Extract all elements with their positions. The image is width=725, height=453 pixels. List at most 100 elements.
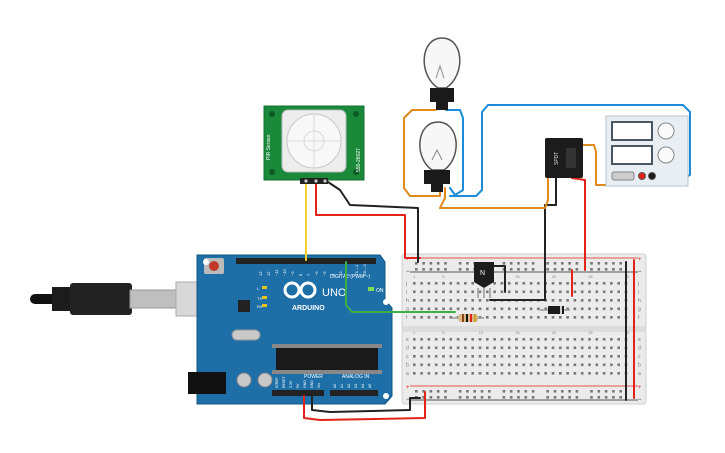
breadboard-rail-hole[interactable] (553, 262, 557, 265)
breadboard-hole[interactable] (551, 282, 555, 285)
breadboard-rail-hole[interactable] (429, 390, 433, 393)
breadboard-rail-hole[interactable] (561, 396, 564, 399)
usb-cable[interactable] (30, 281, 199, 317)
breadboard-rail-hole[interactable] (444, 390, 447, 393)
breadboard-rail-hole[interactable] (612, 262, 615, 265)
breadboard-hole[interactable] (559, 372, 562, 375)
breadboard-hole[interactable] (559, 290, 562, 294)
breadboard-hole[interactable] (500, 307, 504, 311)
breadboard-hole[interactable] (471, 363, 474, 367)
breadboard-rail-hole[interactable] (531, 390, 535, 393)
breadboard-hole[interactable] (522, 372, 526, 375)
breadboard-rail-hole[interactable] (458, 390, 462, 393)
breadboard-hole[interactable] (442, 299, 445, 302)
breadboard-rail-hole[interactable] (590, 268, 593, 271)
breadboard-hole[interactable] (566, 346, 569, 350)
breadboard-hole[interactable] (464, 290, 467, 294)
supply-output-switch[interactable] (611, 171, 635, 181)
breadboard-hole[interactable] (580, 282, 584, 285)
breadboard-rail-hole[interactable] (429, 262, 433, 265)
breadboard-hole[interactable] (551, 338, 555, 341)
breadboard-hole[interactable] (456, 307, 460, 311)
breadboard-hole[interactable] (544, 346, 547, 350)
breadboard-hole[interactable] (442, 290, 445, 294)
breadboard-hole[interactable] (522, 355, 526, 358)
breadboard-hole[interactable] (529, 372, 533, 375)
breadboard-hole[interactable] (442, 338, 445, 341)
breadboard-hole[interactable] (588, 282, 591, 285)
breadboard-hole[interactable] (602, 282, 606, 285)
breadboard-hole[interactable] (595, 363, 599, 367)
breadboard-hole[interactable] (420, 363, 423, 367)
pir-pin-signal[interactable] (304, 179, 308, 183)
breadboard-hole[interactable] (413, 282, 416, 285)
supply-voltage-knob[interactable] (657, 122, 675, 140)
breadboard-rail-hole[interactable] (422, 396, 425, 399)
breadboard-rail-hole[interactable] (531, 268, 535, 271)
breadboard-hole[interactable] (434, 299, 438, 302)
breadboard-rail-hole[interactable] (524, 262, 528, 265)
breadboard-hole[interactable] (500, 363, 504, 367)
breadboard-hole[interactable] (529, 290, 533, 294)
breadboard-hole[interactable] (602, 355, 606, 358)
breadboard-hole[interactable] (595, 299, 599, 302)
breadboard-hole[interactable] (544, 355, 547, 358)
breadboard-hole[interactable] (471, 299, 474, 302)
breadboard-hole[interactable] (529, 355, 533, 358)
breadboard-hole[interactable] (551, 290, 555, 294)
breadboard-rail-hole[interactable] (568, 390, 571, 393)
breadboard-hole[interactable] (595, 372, 599, 375)
breadboard-hole[interactable] (595, 290, 599, 294)
breadboard-hole[interactable] (573, 346, 577, 350)
breadboard-hole[interactable] (427, 372, 431, 375)
breadboard-hole[interactable] (559, 355, 562, 358)
breadboard-hole[interactable] (522, 346, 526, 350)
breadboard-hole[interactable] (515, 355, 518, 358)
breadboard-rail-hole[interactable] (517, 390, 520, 393)
breadboard-hole[interactable] (602, 372, 606, 375)
breadboard-rail-hole[interactable] (517, 262, 520, 265)
breadboard-rail-hole[interactable] (590, 390, 593, 393)
breadboard-hole[interactable] (493, 307, 496, 311)
breadboard-hole[interactable] (515, 282, 518, 285)
breadboard-hole[interactable] (464, 346, 467, 350)
breadboard-rail-hole[interactable] (436, 396, 440, 399)
breadboard-hole[interactable] (580, 299, 584, 302)
breadboard-hole[interactable] (551, 355, 555, 358)
breadboard-hole[interactable] (595, 346, 599, 350)
pir-pin-vcc[interactable] (314, 179, 318, 183)
breadboard-rail-hole[interactable] (524, 396, 528, 399)
breadboard-rail-hole[interactable] (458, 268, 462, 271)
wire-lamp-blue-loop[interactable] (445, 109, 464, 196)
breadboard-rail-hole[interactable] (466, 390, 469, 393)
breadboard-rail-hole[interactable] (531, 396, 535, 399)
breadboard-hole[interactable] (529, 307, 533, 311)
breadboard-rail-hole[interactable] (612, 268, 615, 271)
breadboard-hole[interactable] (427, 316, 431, 319)
breadboard-hole[interactable] (442, 372, 445, 375)
breadboard-hole[interactable] (449, 338, 453, 341)
breadboard-hole[interactable] (464, 282, 467, 285)
breadboard-hole[interactable] (420, 338, 423, 341)
breadboard-hole[interactable] (493, 282, 496, 285)
breadboard-hole[interactable] (588, 372, 591, 375)
breadboard-hole[interactable] (427, 290, 431, 294)
wire-pir-vcc-red[interactable] (315, 179, 421, 259)
breadboard-hole[interactable] (522, 290, 526, 294)
breadboard-hole[interactable] (420, 290, 423, 294)
breadboard-rail-hole[interactable] (546, 396, 549, 399)
breadboard-hole[interactable] (449, 299, 453, 302)
breadboard-rail-hole[interactable] (415, 268, 418, 271)
breadboard-hole[interactable] (413, 372, 416, 375)
breadboard-hole[interactable] (507, 338, 511, 341)
breadboard-hole[interactable] (434, 363, 438, 367)
breadboard-rail-hole[interactable] (590, 396, 593, 399)
breadboard-hole[interactable] (610, 363, 613, 367)
breadboard-hole[interactable] (544, 307, 547, 311)
breadboard-rail-hole[interactable] (604, 390, 608, 393)
breadboard-hole[interactable] (573, 290, 577, 294)
breadboard-hole[interactable] (573, 363, 577, 367)
breadboard-hole[interactable] (413, 346, 416, 350)
breadboard-rail-hole[interactable] (436, 390, 440, 393)
breadboard-hole[interactable] (442, 363, 445, 367)
